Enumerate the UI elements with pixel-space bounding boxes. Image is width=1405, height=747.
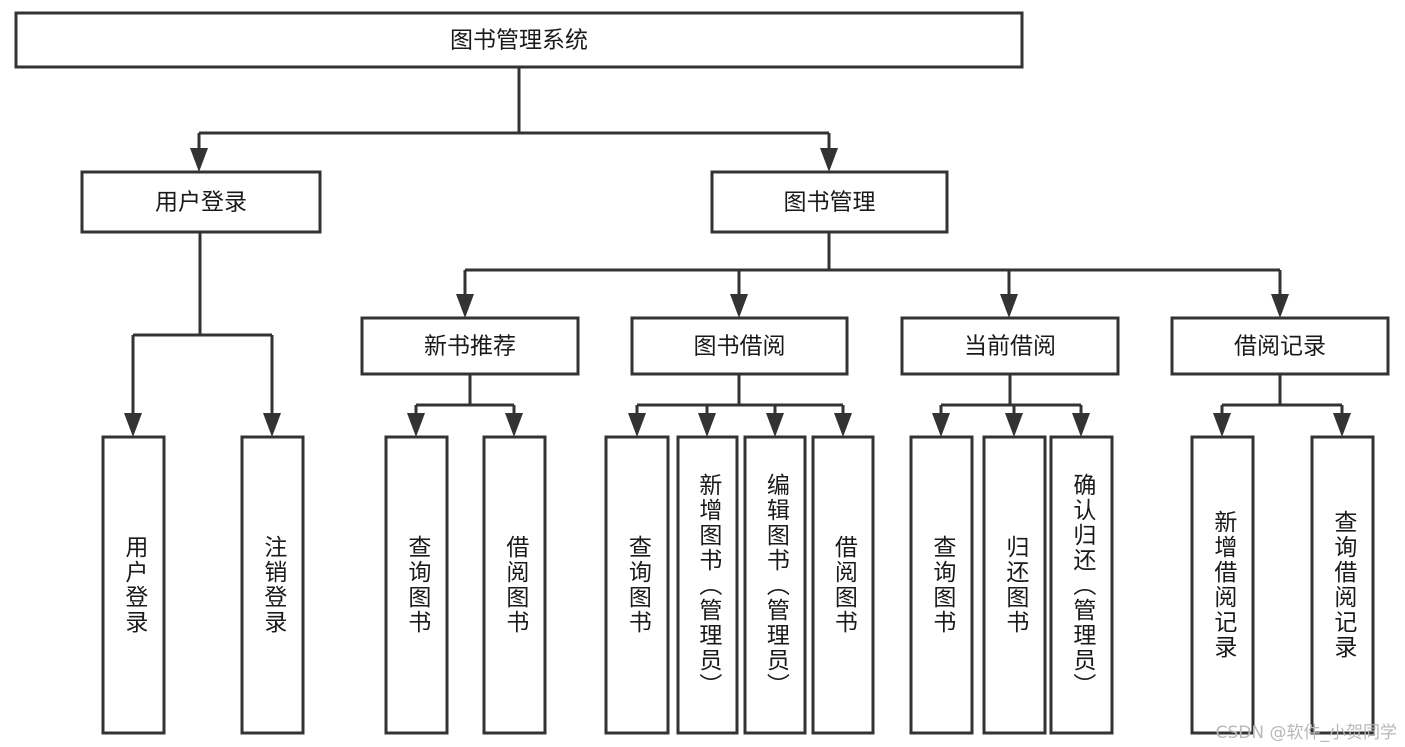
arrow-head-icon [407, 413, 425, 437]
node-label-borrow-record: 借阅记录 [1234, 334, 1326, 360]
node-level3-book-borrow[interactable] [630, 316, 849, 376]
arrow-head-icon [932, 413, 950, 437]
connectors-layer [124, 67, 1351, 437]
arrow-head-icon [505, 413, 523, 437]
node-leaf-leaf-add-record[interactable] [1190, 435, 1255, 735]
arrow-head-icon [834, 413, 852, 437]
arrow-head-icon [698, 413, 716, 437]
node-label-new-book-recommend: 新书推荐 [424, 334, 516, 360]
node-leaf-leaf-query-book-cur[interactable] [909, 435, 974, 735]
node-leaf-leaf-user-login[interactable] [101, 435, 166, 735]
node-label-book-manage: 图书管理 [784, 190, 876, 216]
arrow-head-icon [456, 294, 474, 318]
node-level3-borrow-record[interactable] [1170, 316, 1390, 376]
arrow-head-icon [1005, 413, 1023, 437]
arrow-head-icon [1271, 294, 1289, 318]
node-level3-new-book-recommend[interactable] [360, 316, 580, 376]
node-leaf-leaf-add-book[interactable] [676, 435, 739, 735]
node-leaf-leaf-query-book-borrow[interactable] [604, 435, 670, 735]
boxes-layer [14, 11, 1390, 735]
arrow-head-icon [263, 413, 281, 437]
node-leaf-leaf-borrow-book[interactable] [811, 435, 875, 735]
node-label-book-borrow: 图书借阅 [694, 334, 786, 360]
arrow-head-icon [1000, 294, 1018, 318]
arrow-head-icon [820, 148, 838, 172]
node-leaf-leaf-edit-book[interactable] [743, 435, 807, 735]
arrow-head-icon [766, 413, 784, 437]
arrow-head-icon [1072, 413, 1090, 437]
node-level2-book-manage[interactable] [710, 170, 949, 234]
node-label-current-borrow: 当前借阅 [964, 334, 1056, 360]
node-leaf-leaf-logout[interactable] [240, 435, 305, 735]
node-label-user-login: 用户登录 [155, 190, 247, 216]
node-root-root[interactable] [14, 11, 1024, 69]
arrow-head-icon [124, 413, 142, 437]
arrow-head-icon [190, 148, 208, 172]
node-label-root: 图书管理系统 [450, 28, 588, 54]
node-leaf-leaf-borrow-book-rec[interactable] [482, 435, 547, 735]
arrow-head-icon [730, 294, 748, 318]
node-leaf-leaf-return-book[interactable] [982, 435, 1047, 735]
arrow-head-icon [1213, 413, 1231, 437]
node-leaf-leaf-query-book-rec[interactable] [384, 435, 449, 735]
arrow-head-icon [1333, 413, 1351, 437]
node-level2-user-login[interactable] [80, 170, 322, 234]
node-leaf-leaf-query-record[interactable] [1310, 435, 1375, 735]
node-level3-current-borrow[interactable] [900, 316, 1120, 376]
arrow-head-icon [628, 413, 646, 437]
node-leaf-leaf-confirm-return[interactable] [1049, 435, 1114, 735]
csdn-watermark: CSDN @软件_小贺同学 [1215, 723, 1397, 743]
